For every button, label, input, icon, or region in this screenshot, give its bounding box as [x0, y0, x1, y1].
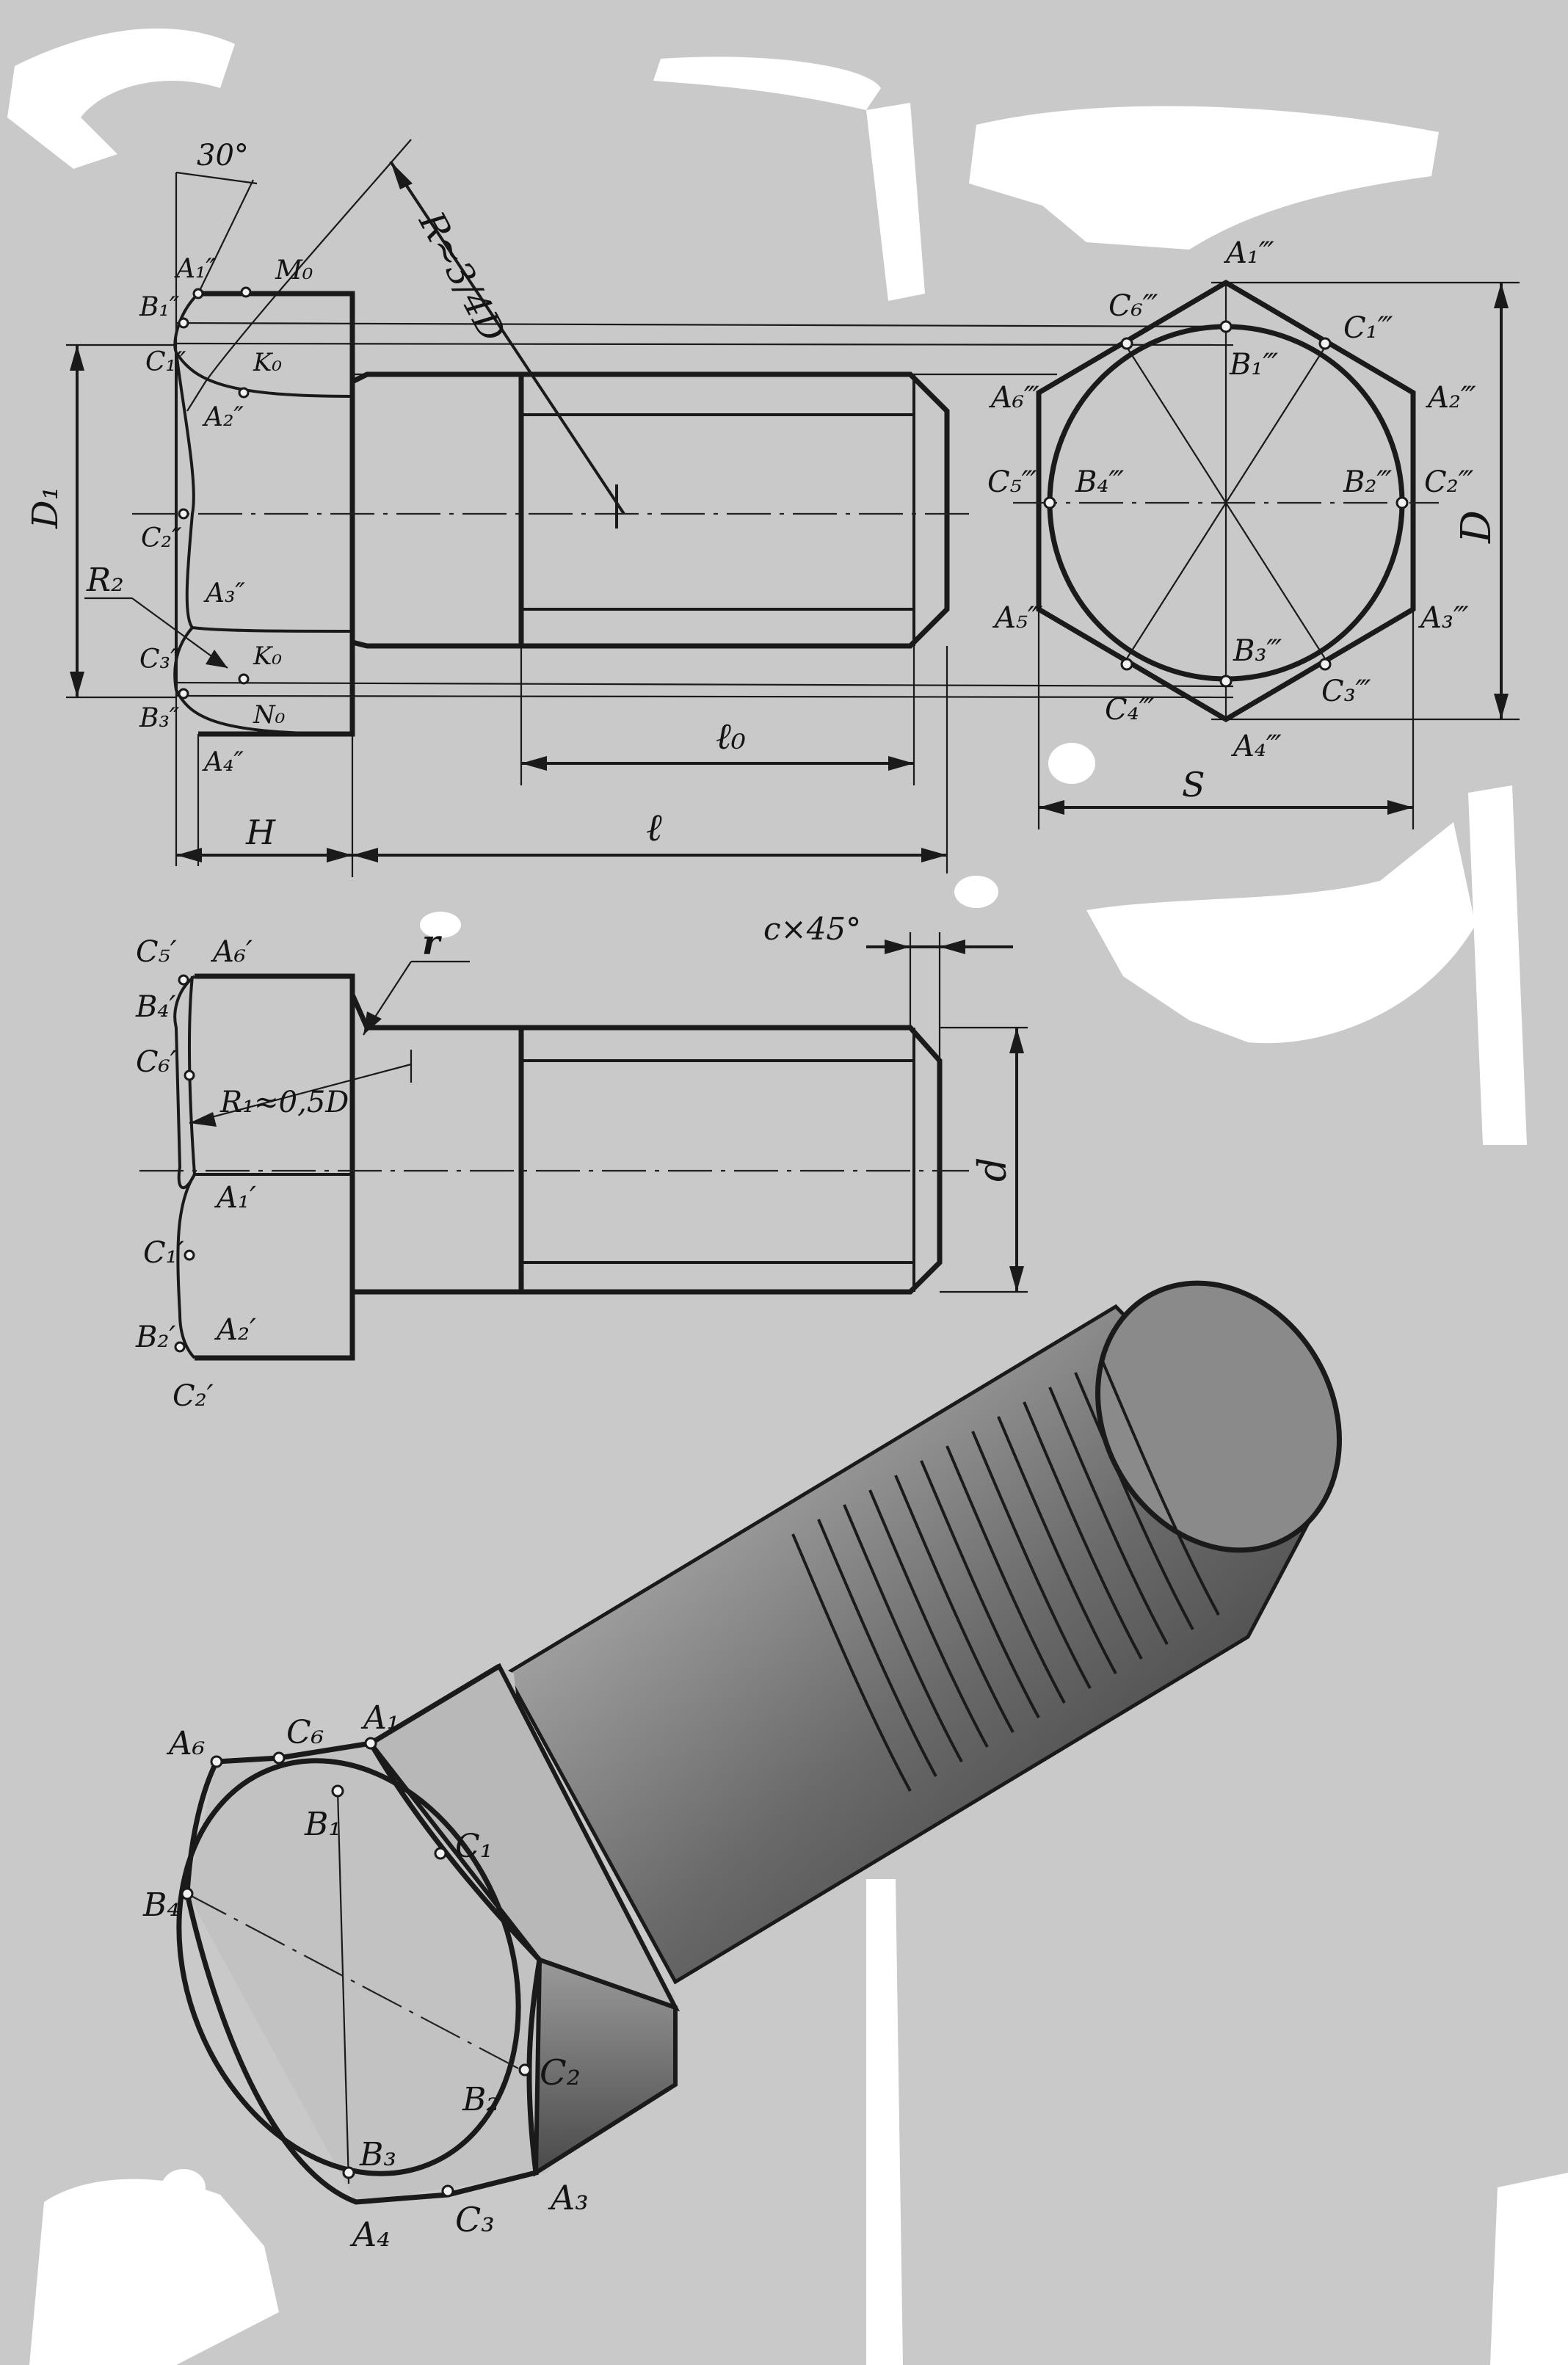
front-c1: C₁″	[145, 347, 186, 377]
iso-a1: A₁	[360, 1699, 399, 1737]
end-a2: A₂‴	[1425, 381, 1476, 415]
top-a1: A₁′	[214, 1181, 256, 1215]
h-label: H	[245, 813, 276, 852]
iso-view	[176, 1280, 1342, 2205]
d-big-label: D	[1453, 510, 1500, 544]
l-label: ℓ	[646, 806, 662, 850]
r2-label: R₂	[86, 562, 124, 599]
iso-c3: C₃	[455, 2200, 495, 2239]
front-b1: B₁″	[139, 292, 180, 322]
end-a5: A₅‴	[992, 601, 1043, 635]
front-view-labels: 30° R≈3/4D D₁ R₂ H ℓ ℓ₀ A₁″ B₁″ C₁″ M₀ K…	[25, 139, 746, 852]
end-b2: B₂‴	[1343, 465, 1392, 499]
iso-c1: C₁	[455, 1828, 493, 1865]
top-b2: B₂′	[135, 1320, 176, 1354]
front-a4: A₄″	[202, 747, 244, 777]
front-b3: B₃″	[139, 703, 180, 733]
d-small-label: d	[971, 1158, 1015, 1182]
s-label: S	[1182, 765, 1205, 804]
top-a2: A₂′	[214, 1313, 256, 1347]
iso-c6: C₆	[286, 1714, 324, 1751]
front-m0: M₀	[275, 255, 313, 286]
front-c3: C₃″	[139, 644, 181, 675]
iso-a4: A₄	[349, 2215, 391, 2254]
end-c6: C₆‴	[1108, 289, 1158, 323]
top-b4: B₄′	[135, 990, 176, 1024]
l0-label: ℓ₀	[716, 715, 746, 758]
end-a6: A₆‴	[988, 381, 1039, 415]
angle-label: 30°	[197, 139, 249, 172]
iso-b2: B₂	[462, 2081, 499, 2118]
front-a2: A₂″	[202, 402, 244, 432]
end-view-labels: A₁‴ C₆‴ C₁‴ B₁‴ A₆‴ A₂‴ C₅‴ B₄‴ B₂‴ C₂‴ …	[987, 236, 1500, 804]
top-c5: C₅′	[136, 935, 177, 969]
top-view-labels: C₅′ A₆′ B₄′ C₆′ A₁′ C₁′ B₂′ A₂′ C₂′ R₁≈0…	[135, 911, 1015, 1413]
top-c1: C₁′	[143, 1236, 184, 1270]
end-c4: C₄‴	[1105, 693, 1155, 727]
front-k0-bottom: K₀	[253, 642, 282, 671]
end-c2: C₂‴	[1424, 465, 1474, 499]
white-blots	[7, 28, 1568, 2365]
front-view	[66, 139, 1520, 877]
front-a1: A₁″	[174, 254, 216, 284]
end-a4: A₄‴	[1230, 730, 1282, 763]
end-c5: C₅‴	[987, 465, 1037, 499]
front-k0-top: K₀	[253, 348, 282, 377]
front-n0: N₀	[253, 700, 286, 730]
end-b1: B₁‴	[1229, 348, 1278, 382]
iso-view-labels: A₆ C₆ A₁ B₁ C₁ B₄ C₂ B₂ B₃ A₃ A₄ C₃	[142, 1699, 589, 2254]
end-a3: A₃‴	[1418, 601, 1469, 635]
iso-b1: B₁	[304, 1806, 341, 1843]
top-view	[139, 932, 1028, 1361]
fillet-label: r	[422, 923, 443, 962]
r1-label: R₁≈0,5D	[219, 1086, 349, 1119]
end-b3: B₃‴	[1233, 634, 1282, 668]
front-a3: A₃″	[203, 578, 245, 608]
end-c1: C₁‴	[1343, 311, 1393, 345]
iso-a3: A₃	[548, 2178, 589, 2217]
end-c3: C₃‴	[1321, 675, 1371, 708]
iso-c2: C₂	[540, 2052, 581, 2093]
top-a6: A₆′	[210, 935, 253, 969]
end-view	[1013, 279, 1509, 829]
top-c6: C₆′	[136, 1045, 177, 1079]
chamfer-label: c×45°	[763, 911, 861, 947]
end-b4: B₄‴	[1075, 465, 1124, 499]
top-c2: C₂′	[173, 1379, 214, 1413]
front-c2: C₂″	[141, 523, 182, 553]
iso-b4: B₄	[142, 1886, 180, 1924]
d1-label: D₁	[25, 486, 66, 529]
end-a1: A₁‴	[1223, 236, 1274, 270]
iso-b3: B₃	[359, 2136, 396, 2173]
iso-a6: A₆	[166, 1725, 205, 1762]
